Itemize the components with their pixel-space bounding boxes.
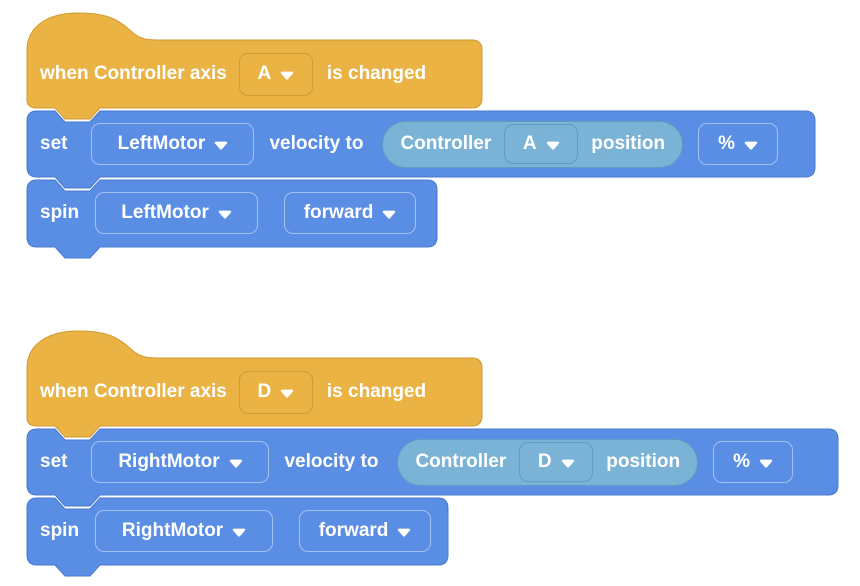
hat-text-suffix: is changed bbox=[326, 63, 427, 84]
velocity-to-label: velocity to bbox=[284, 451, 379, 472]
when-axis-changed-block[interactable]: when Controller axis D is changed bbox=[27, 358, 482, 426]
reporter-device-label: Controller bbox=[400, 133, 492, 154]
motor-dropdown[interactable]: RightMotor bbox=[95, 510, 274, 552]
axis-dropdown-value: D bbox=[257, 381, 272, 402]
motor-dropdown[interactable]: RightMotor bbox=[91, 441, 270, 483]
axis-dropdown-value: A bbox=[257, 63, 272, 84]
direction-dropdown[interactable]: forward bbox=[299, 510, 432, 552]
stack-group-1 bbox=[26, 12, 816, 259]
hat-text-prefix: when Controller axis bbox=[40, 63, 227, 84]
reporter-device-label: Controller bbox=[415, 451, 507, 472]
caret-down-icon bbox=[546, 141, 560, 150]
spin-block[interactable]: spin RightMotor forward bbox=[27, 498, 448, 564]
caret-down-icon bbox=[232, 528, 246, 537]
set-label: set bbox=[40, 451, 68, 472]
controller-position-reporter[interactable]: Controller D position bbox=[397, 438, 699, 486]
direction-dropdown-value: forward bbox=[303, 202, 374, 223]
reporter-property-label: position bbox=[606, 451, 681, 472]
when-axis-changed-hat-shape[interactable] bbox=[26, 12, 483, 120]
hat-text-prefix: when Controller axis bbox=[40, 381, 227, 402]
set-label: set bbox=[40, 133, 68, 154]
caret-down-icon bbox=[280, 71, 294, 80]
unit-dropdown-value: % bbox=[718, 133, 736, 154]
reporter-axis-dropdown[interactable]: D bbox=[519, 442, 594, 482]
spin-block[interactable]: spin LeftMotor forward bbox=[27, 180, 437, 246]
spin-block-shape[interactable] bbox=[26, 179, 438, 259]
motor-dropdown[interactable]: LeftMotor bbox=[91, 123, 255, 165]
caret-down-icon bbox=[382, 210, 396, 219]
motor-dropdown-value: RightMotor bbox=[121, 520, 224, 541]
reporter-axis-value: A bbox=[522, 133, 537, 154]
motor-dropdown[interactable]: LeftMotor bbox=[95, 192, 259, 234]
set-velocity-block[interactable]: set LeftMotor velocity to Controller A p… bbox=[27, 111, 815, 177]
motor-dropdown-value: LeftMotor bbox=[121, 202, 209, 223]
hat-text-suffix: is changed bbox=[326, 381, 427, 402]
when-axis-changed-block[interactable]: when Controller axis A is changed bbox=[27, 40, 482, 108]
when-axis-changed-hat-shape[interactable] bbox=[26, 330, 483, 438]
caret-down-icon bbox=[280, 389, 294, 398]
spin-label: spin bbox=[40, 202, 80, 223]
set-velocity-block[interactable]: set RightMotor velocity to Controller D … bbox=[27, 429, 838, 495]
unit-dropdown[interactable]: % bbox=[698, 123, 779, 165]
motor-dropdown-value: LeftMotor bbox=[117, 133, 206, 154]
controller-position-reporter[interactable]: Controller A position bbox=[382, 120, 684, 168]
unit-dropdown-value: % bbox=[733, 451, 751, 472]
reporter-axis-value: D bbox=[537, 451, 552, 472]
caret-down-icon bbox=[214, 141, 228, 150]
motor-dropdown-value: RightMotor bbox=[118, 451, 220, 472]
axis-dropdown[interactable]: A bbox=[238, 52, 313, 96]
caret-down-icon bbox=[744, 141, 758, 150]
caret-down-icon bbox=[759, 459, 773, 468]
caret-down-icon bbox=[397, 528, 411, 537]
caret-down-icon bbox=[218, 210, 232, 219]
direction-dropdown[interactable]: forward bbox=[284, 192, 417, 234]
reporter-property-label: position bbox=[591, 133, 666, 154]
velocity-to-label: velocity to bbox=[269, 133, 364, 154]
direction-dropdown-value: forward bbox=[318, 520, 389, 541]
reporter-axis-dropdown[interactable]: A bbox=[504, 124, 579, 164]
spin-block-shape[interactable] bbox=[26, 497, 449, 577]
caret-down-icon bbox=[561, 459, 575, 468]
spin-label: spin bbox=[40, 520, 80, 541]
unit-dropdown[interactable]: % bbox=[713, 441, 794, 483]
axis-dropdown[interactable]: D bbox=[238, 370, 313, 414]
caret-down-icon bbox=[229, 459, 243, 468]
